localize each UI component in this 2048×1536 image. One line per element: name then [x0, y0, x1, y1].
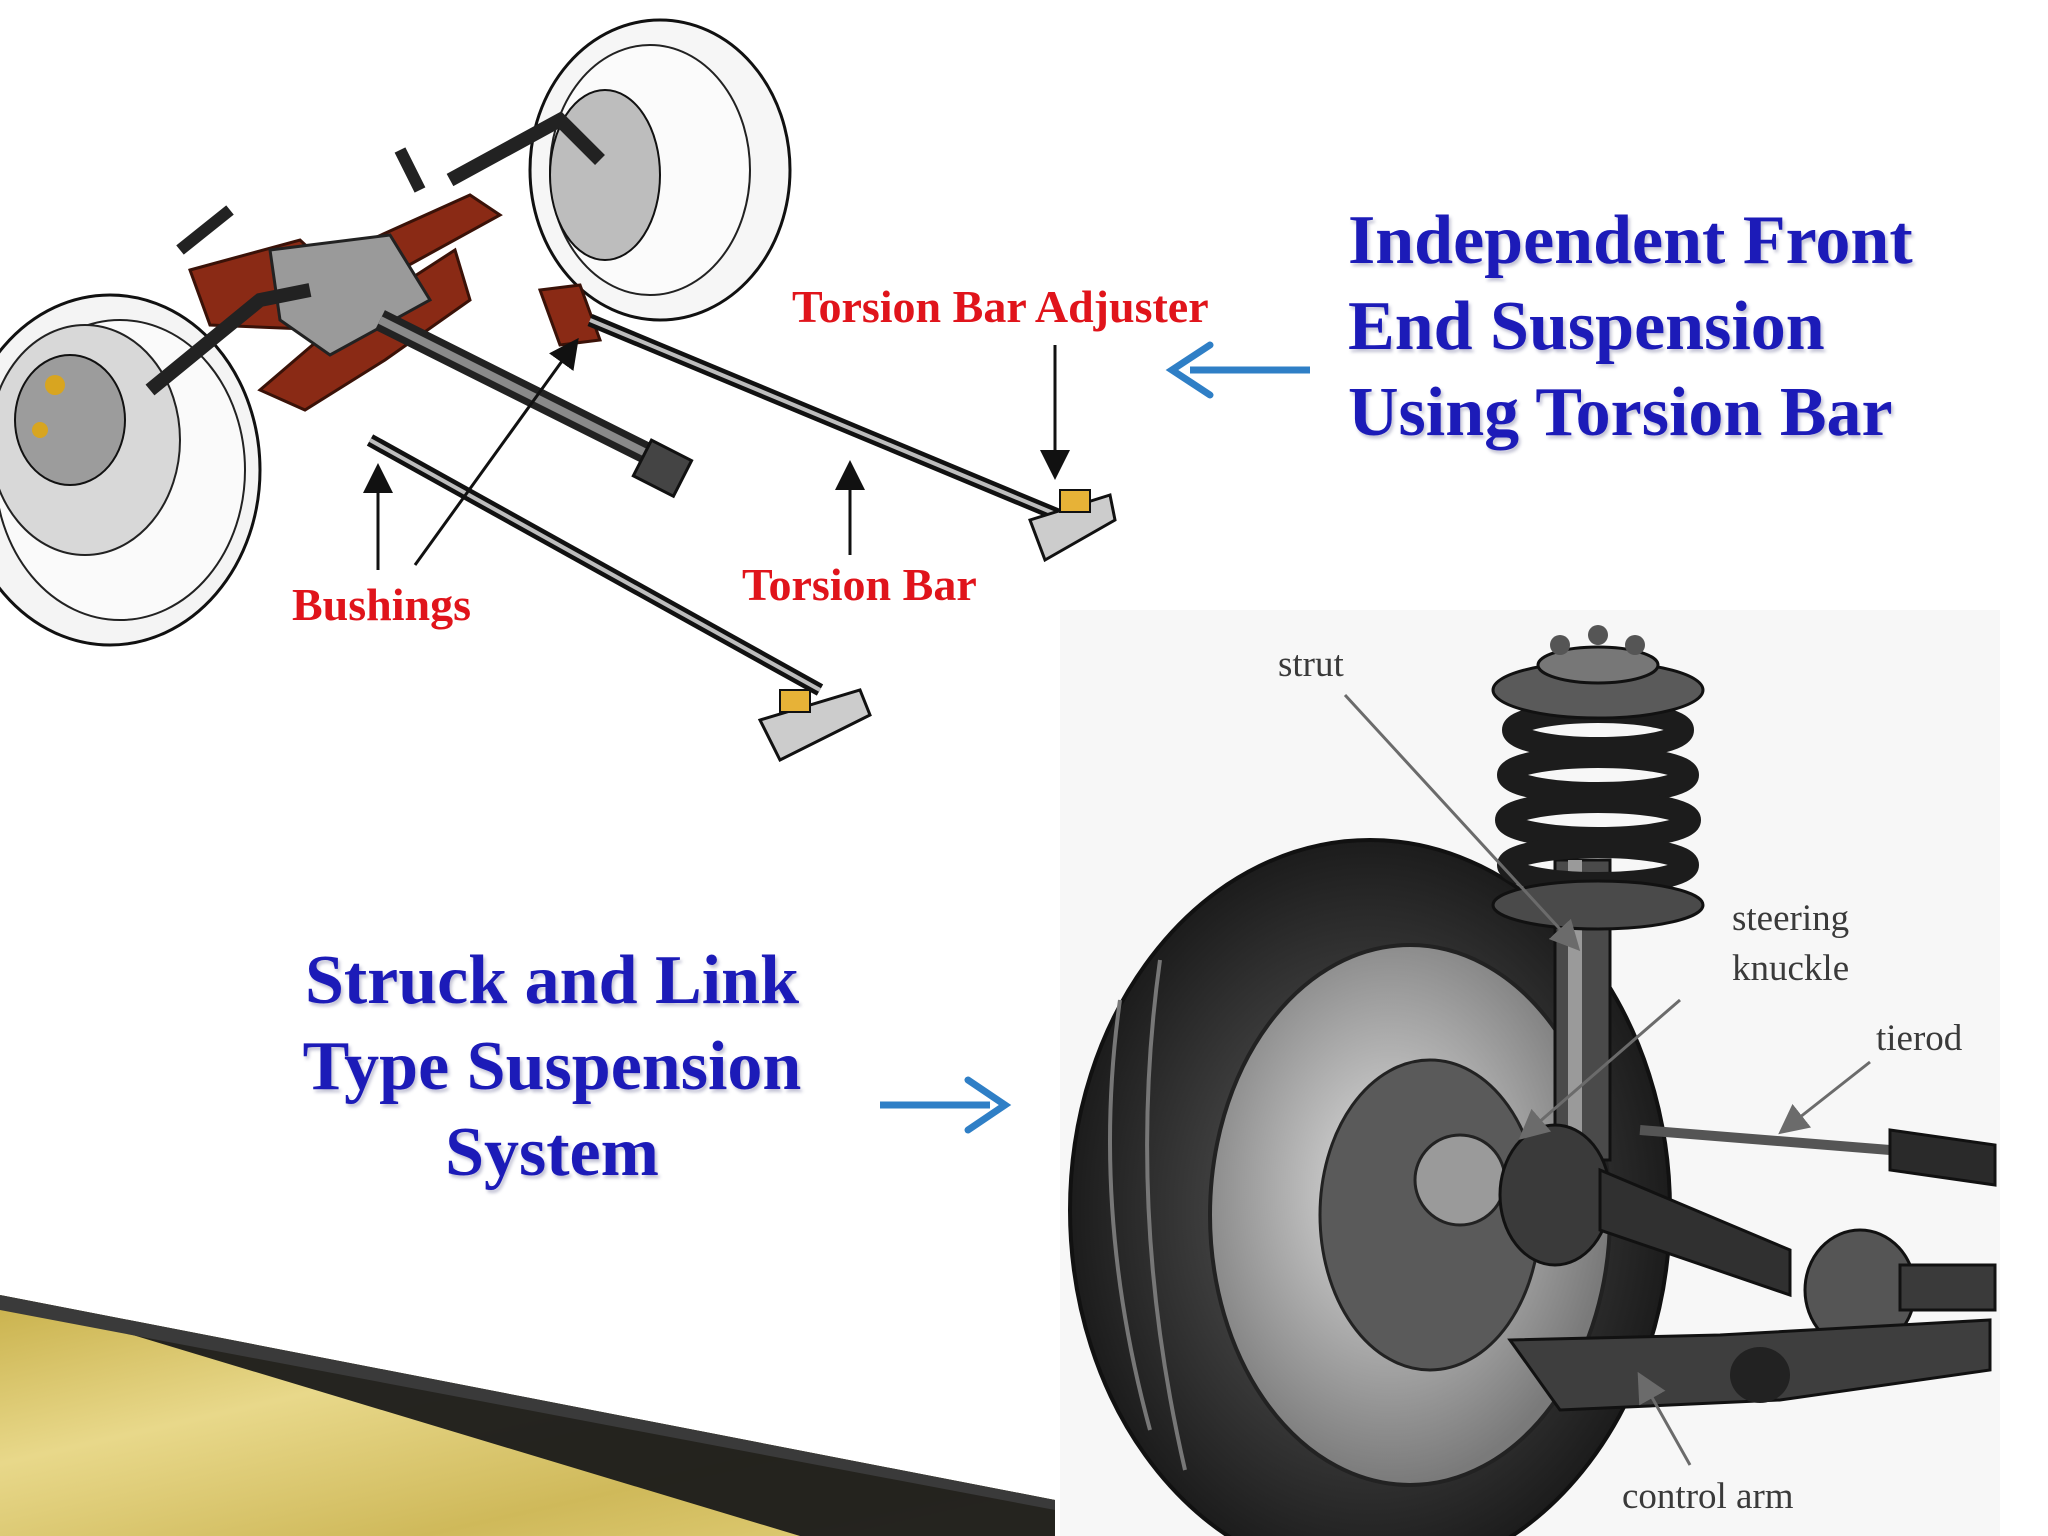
heading-line: Type Suspension	[302, 1028, 802, 1105]
label-torsion-bar-adjuster: Torsion Bar Adjuster	[792, 281, 1209, 332]
label-bushings: Bushings	[292, 579, 472, 630]
label-strut: strut	[1278, 644, 1344, 685]
callout-lines-bottom	[1343, 693, 1871, 1466]
label-torsion-bar: Torsion Bar	[742, 559, 977, 610]
pointer-arrow-bottom	[880, 1076, 1012, 1134]
torsion-bar-suspension-drawing	[0, 18, 1117, 763]
decorative-ribbon	[0, 1295, 1055, 1536]
callout-arrows-top	[363, 337, 1070, 570]
heading-line: System	[445, 1114, 659, 1191]
label-line: knuckle	[1732, 948, 1850, 989]
heading-line: Using Torsion Bar	[1348, 374, 1893, 451]
heading-struck-and-link: Struck and Link Type Suspension System	[272, 938, 832, 1196]
heading-independent-front: Independent Front End Suspension Using T…	[1348, 198, 1913, 456]
strut-suspension-drawing	[1060, 610, 2000, 1536]
label-tierod: tierod	[1876, 1018, 1963, 1059]
label-line: steering	[1732, 898, 1850, 939]
label-control-arm: control arm	[1622, 1476, 1794, 1517]
pointer-arrow-top	[1165, 341, 1310, 399]
heading-line: Independent Front	[1348, 202, 1913, 279]
heading-line: End Suspension	[1348, 288, 1825, 365]
heading-line: Struck and Link	[304, 942, 800, 1019]
label-steering-knuckle: steering knuckle	[1732, 894, 1849, 994]
